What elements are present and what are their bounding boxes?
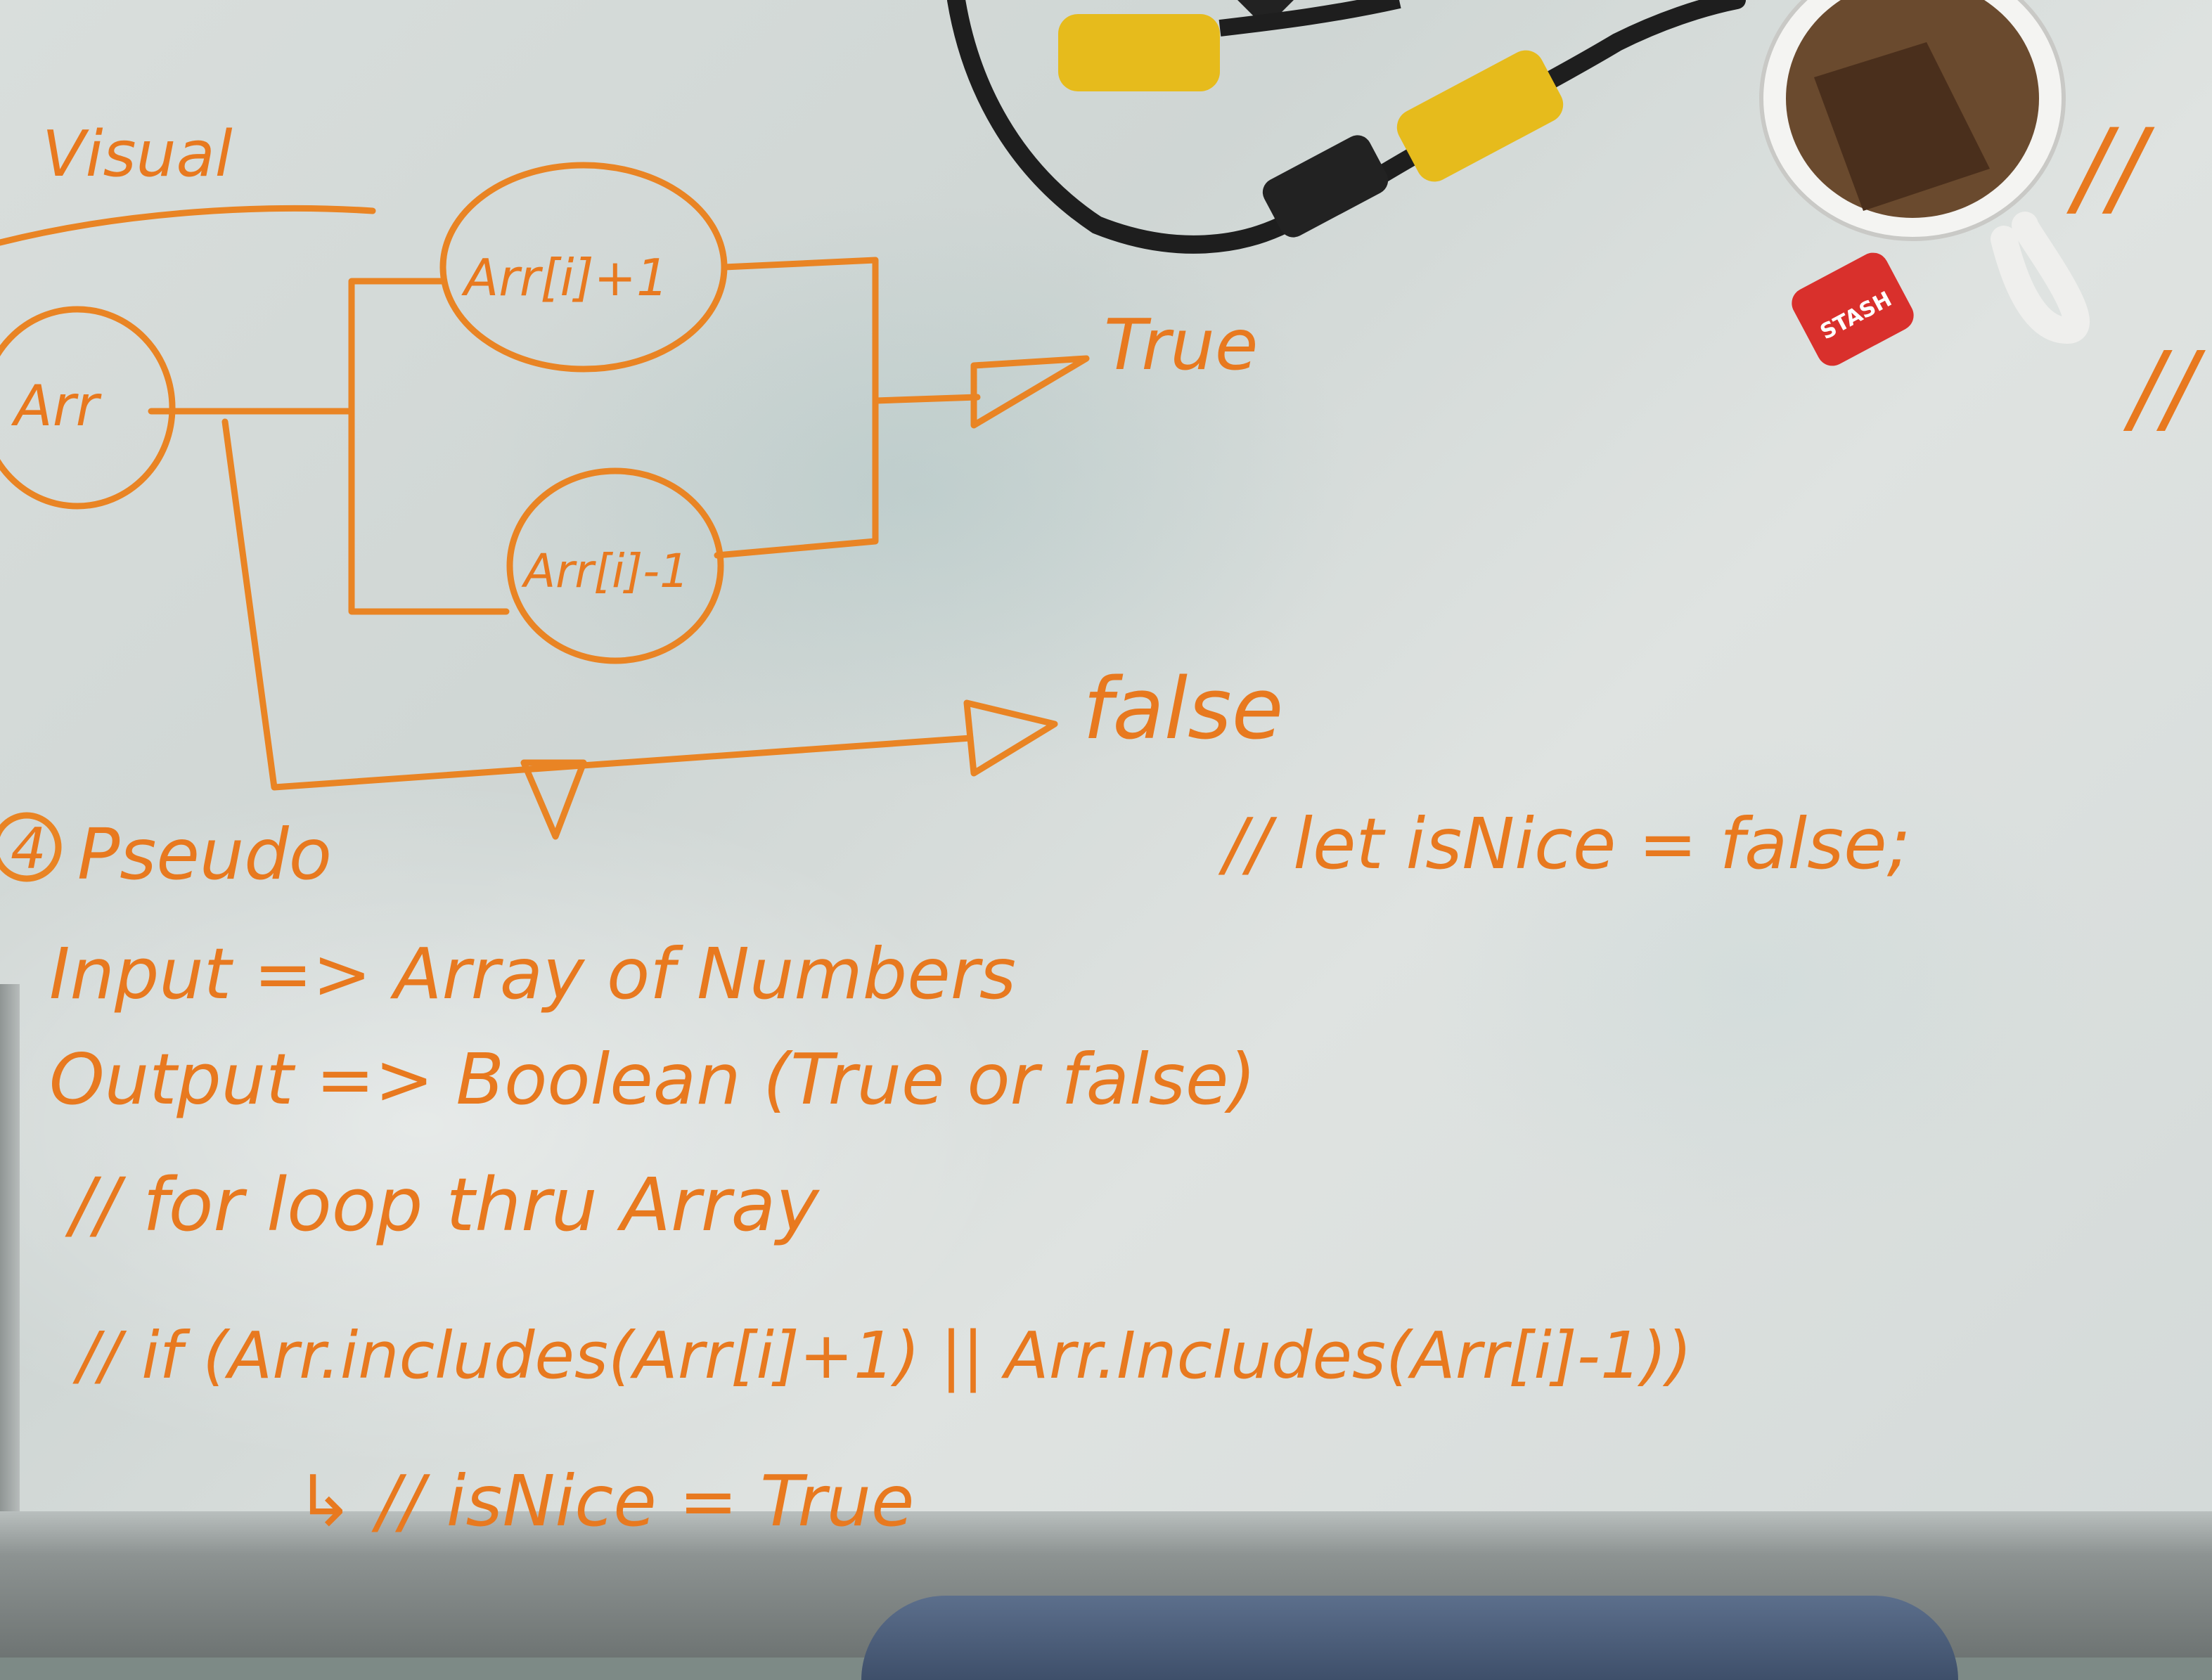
yellow-connector: [1396, 50, 1564, 182]
pseudo-heading: Pseudo: [77, 813, 332, 896]
let-line: // let isNice = false;: [1218, 803, 1910, 885]
pseudo-code: 4 Pseudo // let isNice = false; Input =>…: [0, 803, 1910, 1542]
edge-mark-2: //: [2123, 331, 2206, 446]
arr-minus-label: Arr[i]-1: [521, 544, 689, 598]
tea-bag: [1814, 42, 1990, 211]
then-line: ↳ // isNice = True: [295, 1460, 914, 1542]
branch-lines: [148, 278, 510, 615]
arr-node: [0, 306, 176, 510]
true-arrow: [970, 355, 1090, 429]
merge-lines: [714, 257, 981, 559]
false-arrow: [963, 699, 1058, 777]
input-line: Input => Array of Numbers: [49, 933, 1016, 1015]
edge-mark-1: //: [2066, 107, 2156, 229]
power-cable: [947, 0, 1746, 254]
tea-mug: STASH: [1759, 0, 2090, 366]
flow-diagram: Visual Arr Arr[i]+1 Arr[i]-1 True false: [0, 117, 1283, 840]
arr-minus-node: [506, 467, 724, 664]
false-label: false: [1083, 661, 1283, 758]
diagram-header: Visual: [42, 117, 233, 191]
right-edge-marks: // //: [2066, 107, 2206, 446]
true-label: True: [1104, 304, 1258, 386]
down-arrow: [520, 759, 587, 840]
arr-plus-label: Arr[i]+1: [461, 248, 669, 307]
step-circle: [0, 812, 62, 882]
false-path: [221, 418, 974, 791]
plug-body: [1262, 135, 1389, 238]
tea-tag: [1792, 252, 1914, 366]
arr-node-label: Arr: [11, 373, 103, 439]
yellow-plug: [1058, 14, 1220, 91]
for-line: // for loop thru Array: [65, 1162, 820, 1248]
if-line: // if (Arr.includes(Arr[i]+1) || Arr.Inc…: [72, 1318, 1692, 1393]
step-number: 4: [11, 816, 46, 881]
output-line: Output => Boolean (True or false): [49, 1038, 1256, 1120]
